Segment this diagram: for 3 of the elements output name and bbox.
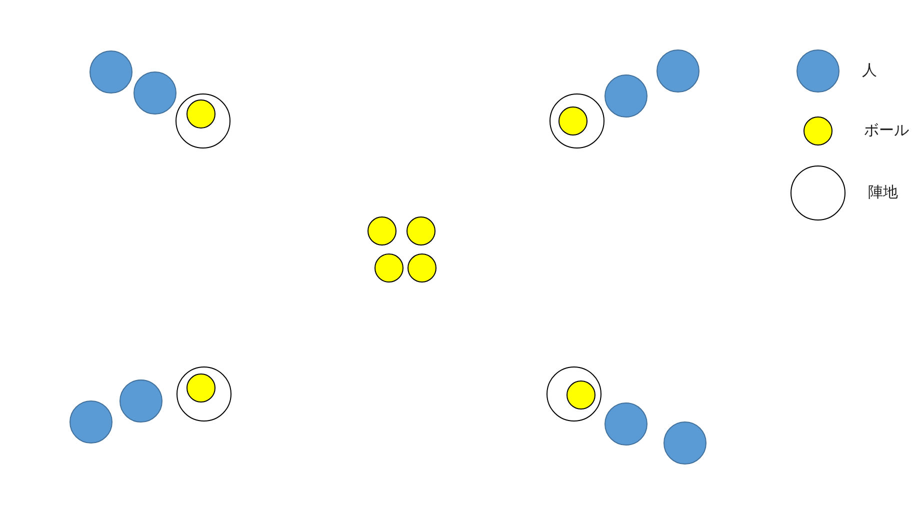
legend-label: ボール [864, 121, 909, 139]
legend-label: 人 [862, 61, 877, 79]
legend-label: 陣地 [868, 183, 898, 201]
